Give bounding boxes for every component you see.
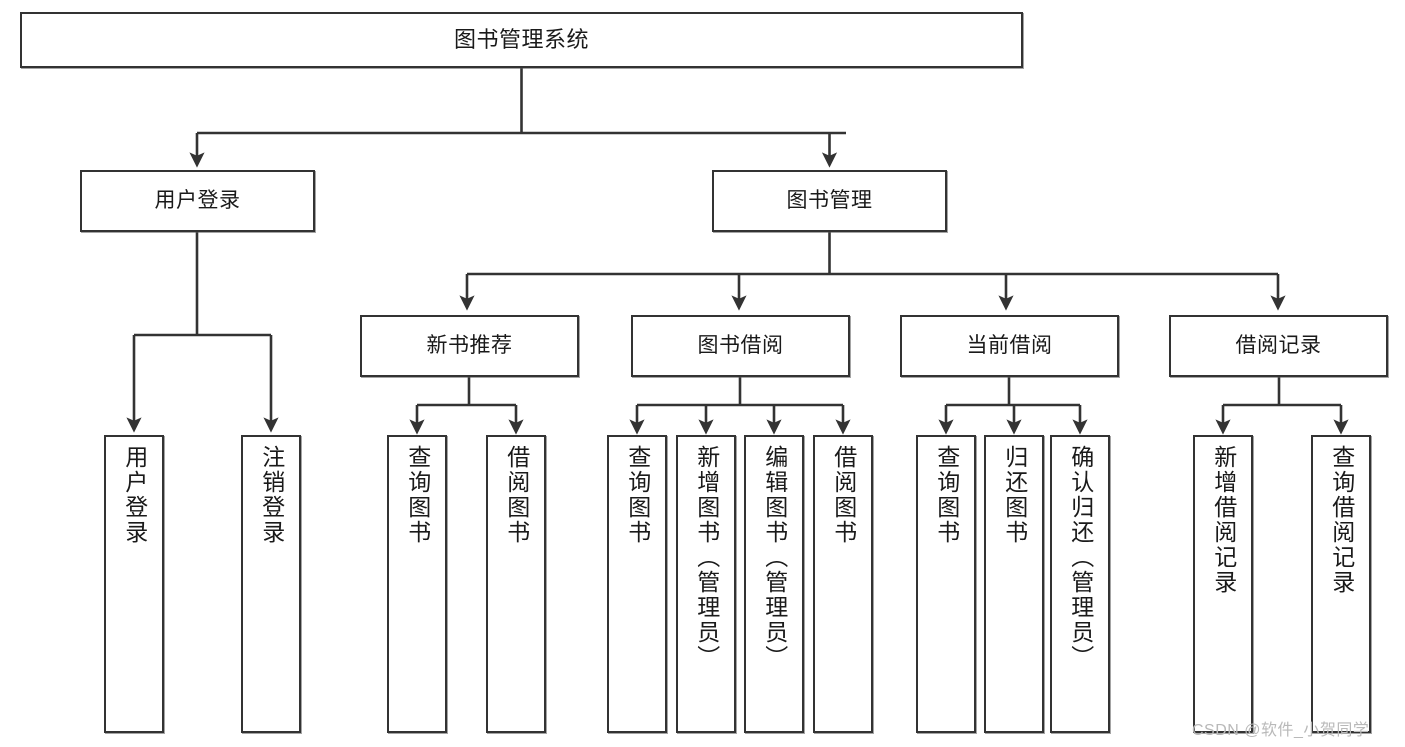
node-borrow-records[interactable]: 借阅记录 <box>1169 315 1388 377</box>
node-new-book-recommend[interactable]: 新书推荐 <box>360 315 579 377</box>
node-label: 查询图书 <box>624 445 651 545</box>
csdn-watermark: CSDN @软件_小贺同学 <box>1192 722 1370 739</box>
node-label: 新增借阅记录 <box>1210 445 1237 595</box>
leaf-records-query-record[interactable]: 查询借阅记录 <box>1311 435 1371 733</box>
node-root-system[interactable]: 图书管理系统 <box>20 12 1023 68</box>
node-label: 新书推荐 <box>426 333 513 357</box>
node-label: 确认归还（管理员） <box>1067 445 1094 670</box>
node-label: 借阅记录 <box>1235 333 1322 357</box>
node-label: 编辑图书（管理员） <box>761 445 788 670</box>
leaf-recommend-query-book[interactable]: 查询图书 <box>387 435 447 733</box>
leaf-current-return-book[interactable]: 归还图书 <box>984 435 1044 733</box>
node-book-management[interactable]: 图书管理 <box>712 170 947 232</box>
node-label: 图书借阅 <box>697 333 784 357</box>
node-current-borrow[interactable]: 当前借阅 <box>900 315 1119 377</box>
leaf-borrow-query-book[interactable]: 查询图书 <box>607 435 667 733</box>
node-user-login[interactable]: 用户登录 <box>80 170 315 232</box>
leaf-borrow-edit-book-admin[interactable]: 编辑图书（管理员） <box>744 435 804 733</box>
node-label: 新增图书（管理员） <box>693 445 720 670</box>
node-book-borrow[interactable]: 图书借阅 <box>631 315 850 377</box>
node-label: 查询借阅记录 <box>1328 445 1355 595</box>
leaf-records-add-record[interactable]: 新增借阅记录 <box>1193 435 1253 733</box>
node-label: 用户登录 <box>154 188 241 212</box>
node-label: 当前借阅 <box>966 333 1053 357</box>
leaf-user-login-signin[interactable]: 用户登录 <box>104 435 164 733</box>
node-label: 查询图书 <box>933 445 960 545</box>
node-label: 归还图书 <box>1001 445 1028 545</box>
node-label: 注销登录 <box>258 445 285 545</box>
node-label: 用户登录 <box>121 445 148 545</box>
leaf-recommend-borrow-book[interactable]: 借阅图书 <box>486 435 546 733</box>
node-label: 图书管理系统 <box>453 27 589 53</box>
node-label: 借阅图书 <box>503 445 530 545</box>
leaf-current-query-book[interactable]: 查询图书 <box>916 435 976 733</box>
node-label: 图书管理 <box>786 188 873 212</box>
leaf-current-confirm-return-admin[interactable]: 确认归还（管理员） <box>1050 435 1110 733</box>
leaf-borrow-borrow-book[interactable]: 借阅图书 <box>813 435 873 733</box>
node-label: 借阅图书 <box>830 445 857 545</box>
node-label: 查询图书 <box>404 445 431 545</box>
leaf-user-login-signout[interactable]: 注销登录 <box>241 435 301 733</box>
leaf-borrow-add-book-admin[interactable]: 新增图书（管理员） <box>676 435 736 733</box>
